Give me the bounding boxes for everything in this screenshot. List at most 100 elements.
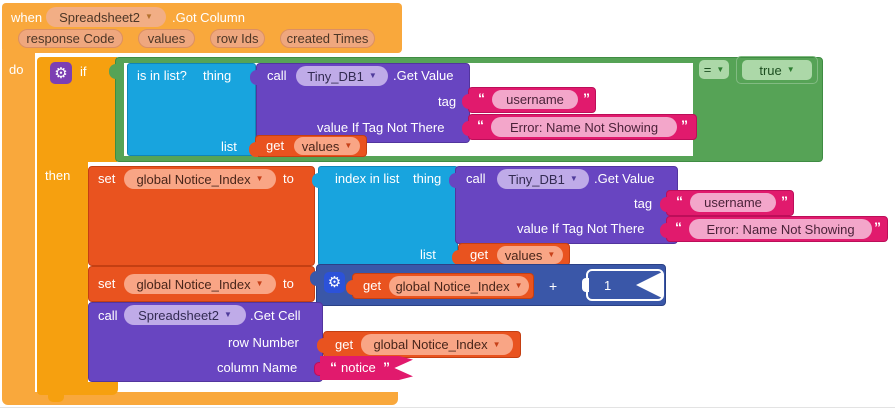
chevron-down-icon: ▼ [786, 65, 795, 74]
row-number-param-label: row Number [228, 335, 299, 350]
plug-notch-icon [582, 278, 589, 292]
chevron-down-icon: ▼ [569, 174, 578, 183]
when-event-block-bottom[interactable] [2, 392, 398, 405]
param-label: created Times [286, 31, 369, 46]
true-dropdown-block[interactable]: true ▼ [742, 60, 812, 80]
tag-param-label: tag [634, 196, 653, 211]
close-quote: ” [874, 219, 881, 235]
param-label: row Ids [216, 31, 259, 46]
when-event-block-spine[interactable] [2, 50, 35, 396]
is-in-list-block[interactable] [127, 63, 256, 156]
chevron-down-icon: ▼ [255, 279, 264, 288]
if-keyword: if [80, 64, 87, 79]
open-quote: “ [675, 219, 682, 235]
is-in-list-label: is in list? [137, 68, 187, 83]
close-quote: ” [781, 193, 788, 209]
set-keyword: set [98, 171, 116, 186]
component-dropdown-label: Spreadsheet2 [138, 307, 220, 323]
tinydb-label: Tiny_DB1 [508, 171, 565, 187]
component-dropdown-spreadsheet-2[interactable]: Spreadsheet2 ▼ [124, 305, 246, 325]
event-param-chip-values[interactable]: values [138, 29, 195, 48]
text-field-error-1[interactable]: Error: Name Not Showing [491, 117, 677, 137]
call-keyword: call [267, 68, 287, 83]
to-label: to [283, 276, 294, 291]
open-quote: “ [477, 117, 484, 133]
close-quote: ” [383, 359, 390, 375]
text-field-error-2[interactable]: Error: Name Not Showing [689, 219, 872, 239]
text-field-username-2[interactable]: username [690, 193, 776, 212]
gear-glyph: ⚙ [327, 274, 342, 291]
variable-label: global Notice_Index [136, 171, 251, 187]
event-param-chip-created-times[interactable]: created Times [280, 29, 375, 48]
number-value[interactable]: 1 [604, 278, 612, 293]
to-label: to [283, 171, 294, 186]
if-block-next-tab [48, 394, 64, 402]
chevron-down-icon: ▼ [255, 174, 264, 183]
chevron-down-icon: ▼ [716, 64, 725, 74]
close-quote: ” [681, 117, 688, 133]
chevron-down-icon: ▼ [344, 141, 353, 150]
event-param-chip-row-ids[interactable]: row Ids [210, 29, 265, 48]
get-keyword: get [335, 337, 354, 352]
open-quote: “ [478, 90, 485, 106]
event-param-chip-response-code[interactable]: response Code [18, 29, 123, 48]
value-if-param-label: value If Tag Not There [317, 120, 445, 135]
notice-index-dropdown-3[interactable]: global Notice_Index ▼ [389, 276, 529, 296]
values-dropdown-1[interactable]: values ▼ [294, 137, 360, 155]
tinydb-dropdown-2[interactable]: Tiny_DB1 ▼ [497, 169, 589, 189]
values-dropdown-2[interactable]: values ▼ [497, 246, 563, 264]
tinydb-dropdown-1[interactable]: Tiny_DB1 ▼ [296, 66, 388, 86]
set-keyword: set [98, 276, 116, 291]
mutator-gear-icon[interactable]: ⚙ [50, 62, 72, 84]
variable-label: global Notice_Index [395, 278, 510, 294]
param-label: response Code [26, 31, 115, 46]
mutator-gear-icon[interactable]: ⚙ [324, 272, 345, 293]
get-keyword: get [363, 278, 382, 293]
chevron-down-icon: ▼ [145, 12, 153, 21]
component-dropdown-label: Spreadsheet2 [59, 9, 141, 25]
get-keyword: get [470, 247, 489, 262]
if-block-spine[interactable] [37, 160, 88, 384]
index-in-list-label: index in list [335, 171, 400, 186]
method-label: .Get Value [594, 171, 655, 186]
number-block[interactable]: 1 [586, 269, 664, 301]
call-keyword: call [466, 171, 486, 186]
param-label: values [147, 31, 186, 46]
then-label: then [45, 168, 71, 183]
get-keyword: get [266, 138, 285, 153]
notice-index-dropdown-2[interactable]: global Notice_Index ▼ [124, 274, 276, 294]
gear-glyph: ⚙ [54, 64, 68, 82]
method-label: .Get Value [393, 68, 454, 83]
component-dropdown-spreadsheet[interactable]: Spreadsheet2 ▼ [46, 7, 166, 27]
when-keyword: when [11, 10, 43, 25]
text-value: Error: Name Not Showing [509, 119, 659, 135]
chevron-down-icon: ▼ [368, 71, 377, 80]
chevron-down-icon: ▼ [492, 339, 501, 349]
notice-index-dropdown-4[interactable]: global Notice_Index ▼ [361, 334, 513, 355]
true-label: true [759, 62, 782, 78]
text-block-notice[interactable]: “ notice ” [320, 356, 413, 380]
text-field-username-1[interactable]: username [492, 90, 578, 109]
text-value: username [704, 195, 762, 210]
notice-index-dropdown-1[interactable]: global Notice_Index ▼ [124, 169, 276, 189]
operator-dropdown[interactable]: = ▼ [699, 60, 729, 79]
open-quote: “ [676, 193, 683, 209]
variable-label: values [504, 247, 543, 263]
if-block-head[interactable] [37, 57, 117, 162]
list-param-label: list [221, 139, 237, 154]
list-param-label: list [420, 247, 436, 262]
event-name-label: .Got Column [172, 10, 245, 25]
variable-label: values [301, 138, 340, 154]
close-quote: ” [583, 90, 590, 106]
variable-label: global Notice_Index [136, 276, 251, 292]
if-block-bottom-arm[interactable] [37, 382, 118, 395]
text-value[interactable]: notice [341, 360, 376, 375]
compare-right-socket [736, 56, 818, 84]
plug-notch-icon [314, 362, 324, 376]
chevron-down-icon: ▼ [547, 250, 556, 259]
column-name-param-label: column Name [217, 360, 298, 375]
open-quote: “ [330, 359, 337, 375]
chevron-down-icon: ▼ [514, 281, 523, 290]
tag-param-label: tag [438, 94, 457, 109]
